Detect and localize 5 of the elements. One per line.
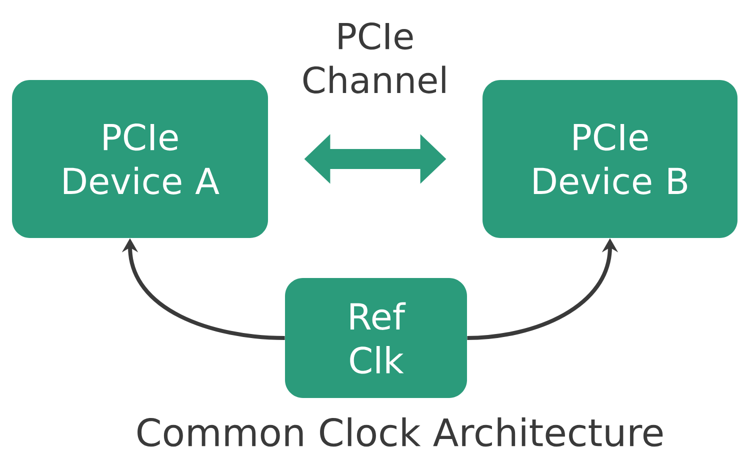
- device-box: PCIe Device A: [12, 80, 268, 238]
- caption: Common Clock Architecture: [138, 417, 663, 447]
- edge-label: PCIe Channel: [303, 22, 446, 94]
- device-box: PCIe Device B: [482, 80, 738, 238]
- device-box: Ref Clk: [285, 278, 467, 398]
